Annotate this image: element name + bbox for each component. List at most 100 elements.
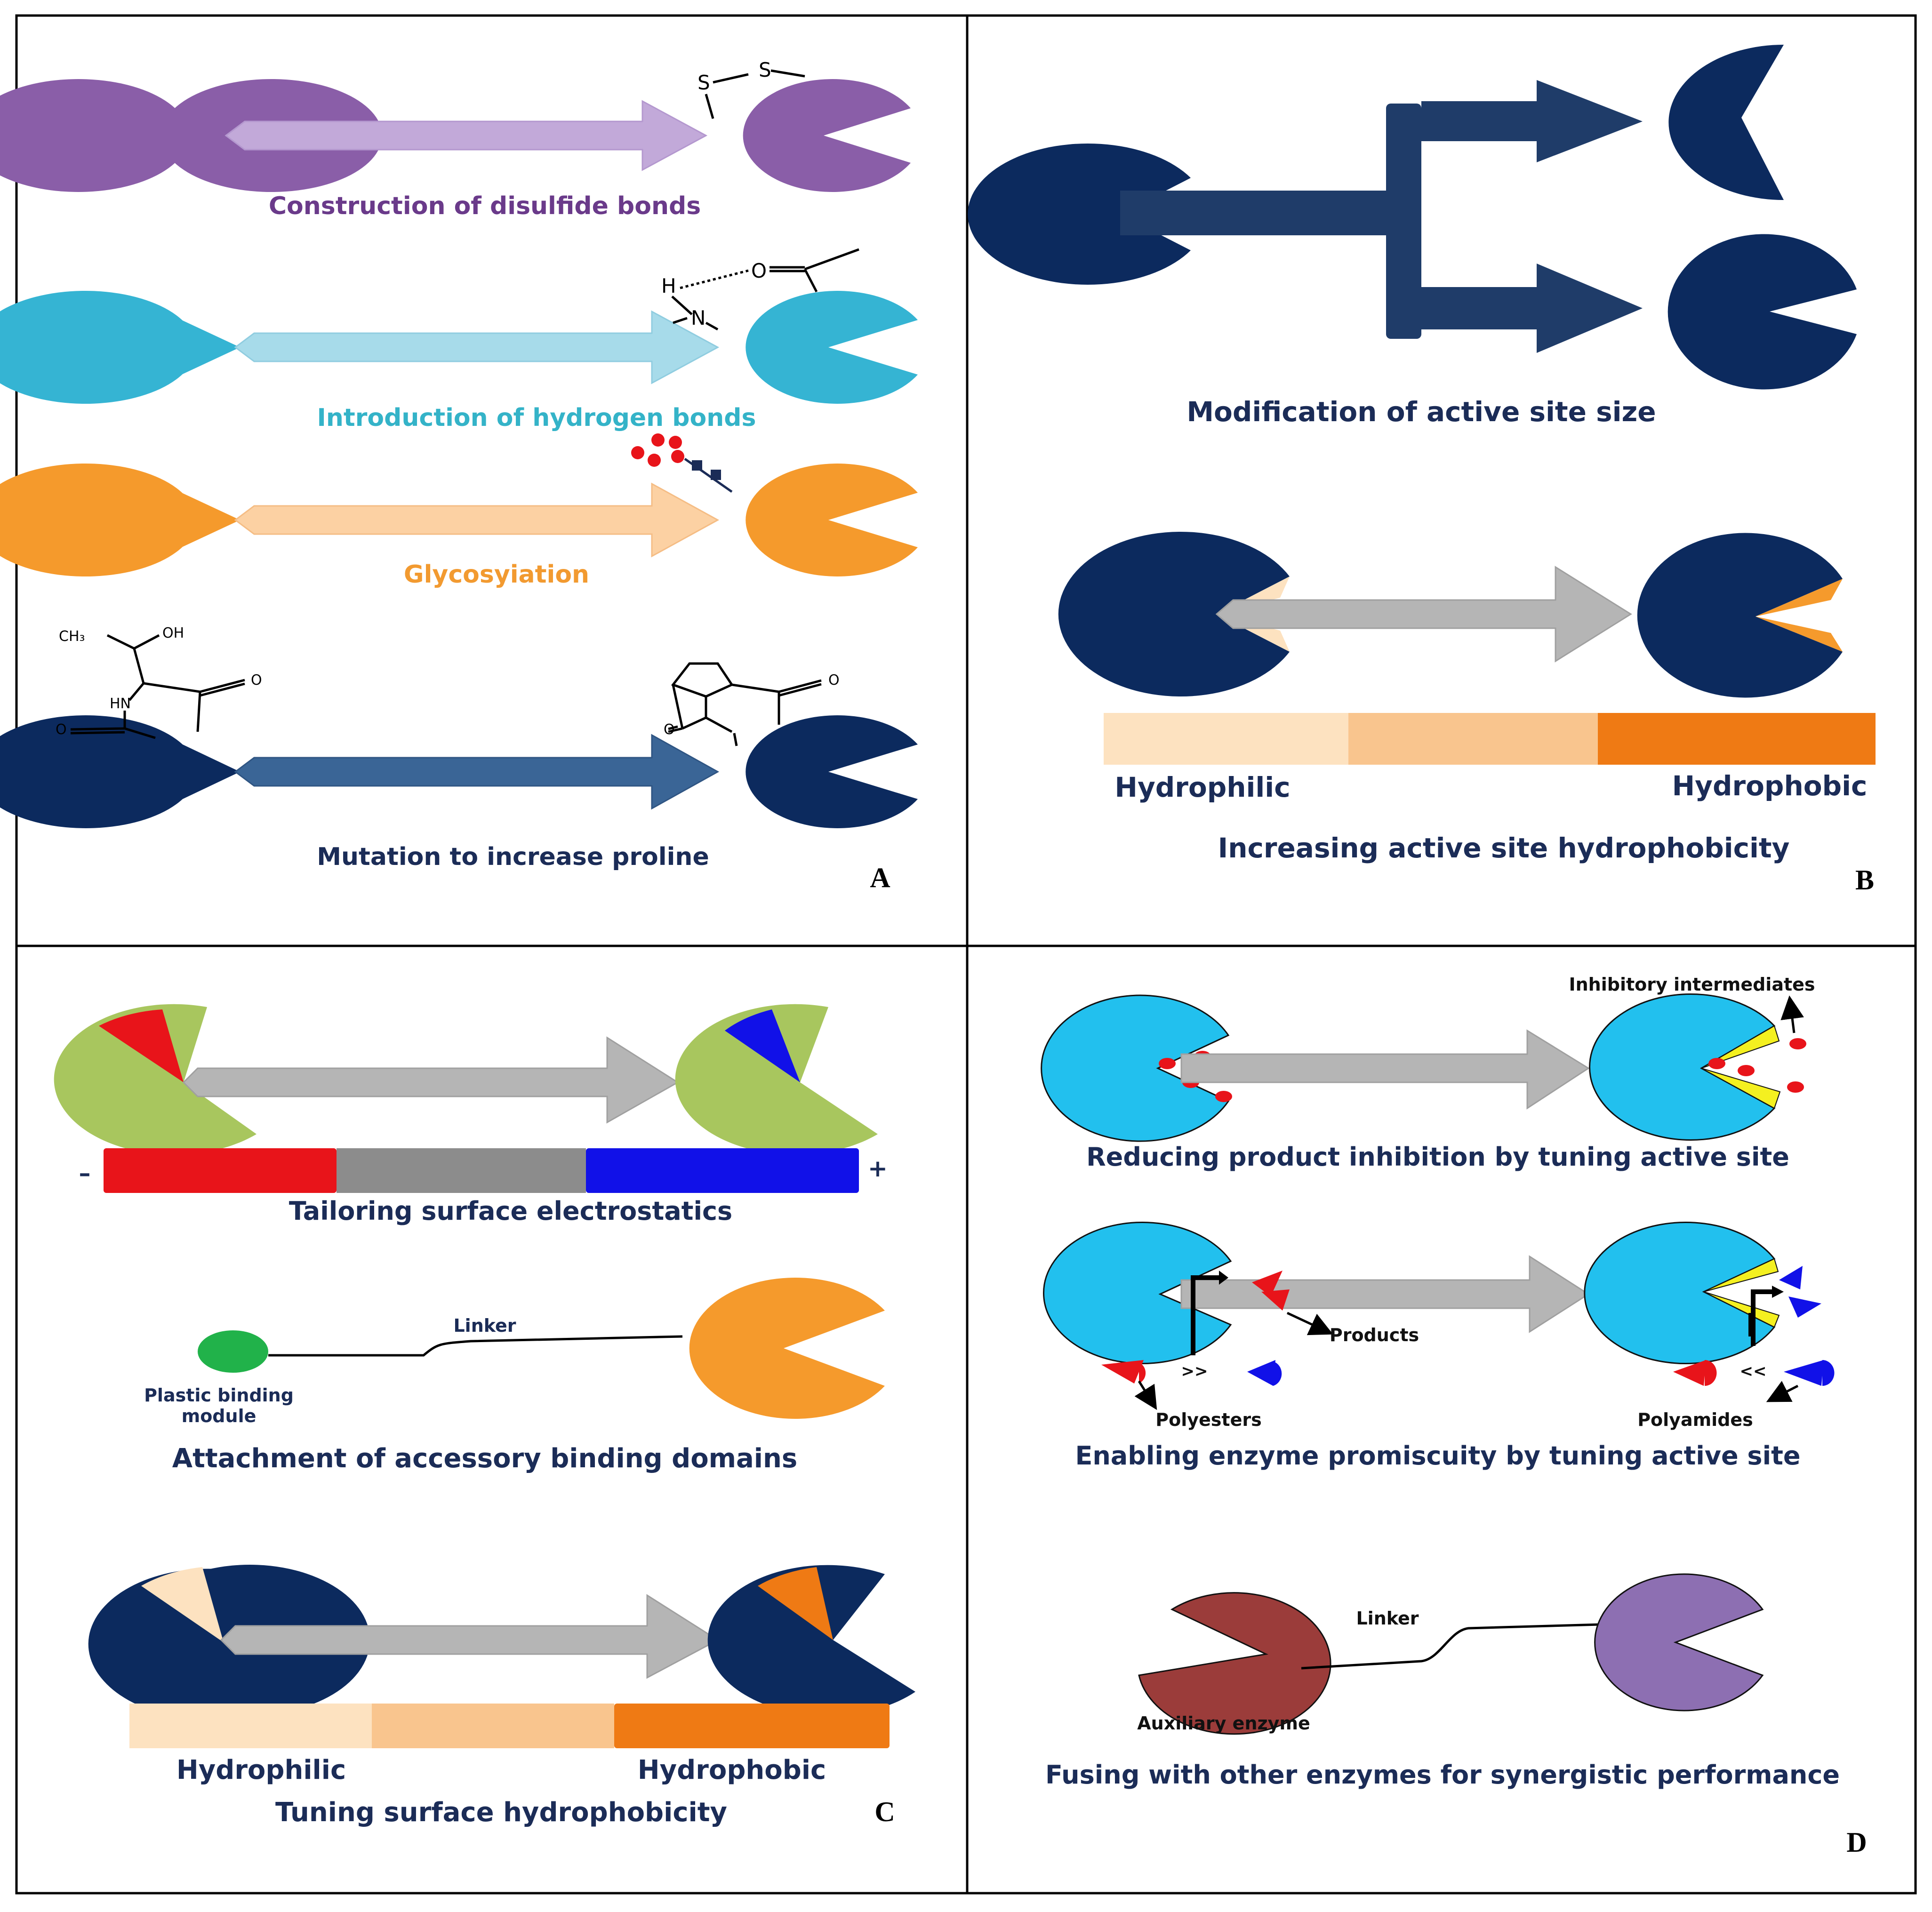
chem-n: N (691, 306, 705, 329)
caption-fusing: Fusing with other enzymes for synergisti… (1045, 1760, 1840, 1790)
enzyme-cyan-right (746, 291, 918, 404)
scale-b-hydrophobic: Hydrophobic (1672, 770, 1868, 802)
panel-label-c: C (874, 1796, 895, 1827)
caption-hydrophobicity: Increasing active site hydrophobicity (1218, 832, 1790, 864)
proline-chem: O O (664, 662, 840, 746)
enzyme-sky-d1-left (1041, 994, 1230, 1142)
chem-o4: O (664, 721, 675, 738)
threonine-chem: CH₃ OH HN O O (56, 625, 262, 739)
enzyme-navy-c-right (707, 1565, 915, 1716)
chem-ch3: CH₃ (59, 628, 85, 645)
panel-grid (15, 14, 1917, 1895)
enzyme-navy-b-large-site (1667, 234, 1857, 390)
glyco-row: Glycosyiation (0, 433, 918, 589)
chem-o-h: O (751, 259, 767, 282)
enzyme-orange-c (689, 1278, 885, 1419)
enzyme-navy-left (0, 715, 240, 828)
label-gt: >> (1181, 1362, 1208, 1381)
scale-c-hydrophilic: Hydrophilic (176, 1755, 346, 1785)
active-site-hydrophobicity-diagram (1058, 531, 1876, 765)
promiscuity-diagram (1042, 1222, 1835, 1410)
glycan-chain (631, 433, 733, 493)
chem-s2: S (759, 58, 771, 81)
fusion-diagram (1138, 1573, 1764, 1735)
panel-a: S S Construction of disulfide bonds H N … (0, 58, 918, 893)
scale-c-hydrophobic: Hydrophobic (638, 1755, 826, 1785)
panel-b: Modification of active site size Hydroph… (968, 45, 1876, 896)
hydrogen-row: H N O Introduction of hydrogen bonds (0, 248, 918, 432)
arrow-b-lower (1421, 264, 1643, 353)
arrow-gray-d1 (1180, 1029, 1590, 1110)
caption-proline: Mutation to increase proline (317, 843, 709, 871)
label-lt: << (1740, 1362, 1767, 1381)
enzyme-navy-b2-left (1058, 531, 1290, 696)
enzyme-sky-d2-right (1584, 1222, 1776, 1364)
linker-d (1301, 1623, 1601, 1670)
enzyme-green-left (54, 1004, 257, 1155)
label-products: Products (1330, 1325, 1419, 1345)
scale-b-hydrophilic: Hydrophilic (1114, 771, 1290, 803)
proline-row: CH₃ OH HN O O (0, 625, 918, 871)
arrow-cyan (234, 310, 720, 384)
label-polyamides: Polyamides (1637, 1409, 1753, 1430)
electrostatics-diagram (54, 1004, 878, 1193)
arrow-gray-b (1215, 566, 1632, 663)
disulfide-chem: S S (697, 58, 805, 119)
enzyme-navy-b-small-site (1668, 45, 1784, 200)
enzyme-cyan-left (0, 291, 240, 404)
sign-minus: – (79, 1160, 91, 1187)
enzyme-sky-d2-left (1042, 1222, 1232, 1364)
chem-s1: S (697, 71, 710, 94)
arrow-orange (234, 482, 720, 558)
chem-o2: O (56, 721, 67, 738)
label-auxiliary: Auxiliary enzyme (1137, 1713, 1310, 1734)
linker-label-c: Linker (453, 1315, 516, 1336)
arrow-gray-c1 (182, 1036, 679, 1124)
panel-c: – + Tailoring surface electrostatics Lin… (54, 1004, 915, 1828)
sign-plus: + (868, 1155, 888, 1182)
module-label-line1: Plastic binding (144, 1385, 294, 1406)
enzyme-purple-right (743, 79, 911, 192)
arrow-gray-c2 (220, 1594, 719, 1679)
caption-active-site-size: Modification of active site size (1186, 396, 1656, 428)
panel-d: Inhibitory intermediates Reducing produc… (1041, 974, 1867, 1858)
linker-c (268, 1335, 683, 1357)
enzyme-orange-right (746, 464, 918, 576)
enzyme-lavender (1594, 1573, 1764, 1712)
caption-hydrogen: Introduction of hydrogen bonds (317, 404, 756, 432)
caption-glyco: Glycosyiation (404, 560, 589, 589)
caption-promiscuity: Enabling enzyme promiscuity by tuning ac… (1075, 1441, 1800, 1471)
product-inhibition-diagram (1041, 993, 1806, 1142)
linker-label-d: Linker (1356, 1608, 1419, 1629)
module-label-line2: module (182, 1406, 257, 1426)
panel-label-a: A (870, 862, 890, 893)
label-inhibitory: Inhibitory intermediates (1569, 974, 1815, 995)
arrow-purple (224, 100, 708, 171)
enzyme-orange-left (0, 464, 240, 576)
chem-o1: O (251, 672, 262, 688)
caption-binding: Attachment of accessory binding domains (172, 1443, 797, 1474)
chem-o3: O (828, 672, 840, 688)
hydrogen-chem: H N O (661, 248, 859, 331)
surface-hydrophobicity-diagram (88, 1564, 915, 1748)
caption-inhibition: Reducing product inhibition by tuning ac… (1086, 1142, 1789, 1172)
label-polyesters: Polyesters (1155, 1409, 1261, 1430)
binding-domain-diagram (198, 1278, 885, 1419)
disulfide-row: S S Construction of disulfide bonds (0, 58, 911, 220)
caption-surface: Tuning surface hydrophobicity (275, 1797, 727, 1828)
chem-h: H (661, 274, 676, 297)
panel-label-b: B (1855, 864, 1874, 896)
arrow-gray-d2 (1180, 1255, 1590, 1333)
arrow-b-upper (1421, 80, 1643, 162)
active-site-size-diagram (968, 45, 1857, 390)
enzyme-navy-b1 (968, 143, 1191, 285)
enzyme-navy-right (746, 715, 918, 829)
enzyme-navy-b2-right (1637, 533, 1843, 698)
chem-oh: OH (162, 625, 184, 641)
enzyme-sky-d1-right (1589, 993, 1776, 1141)
panel-label-d: D (1846, 1827, 1867, 1858)
caption-disulfide: Construction of disulfide bonds (269, 192, 701, 220)
enzyme-purple-left-shape (0, 79, 228, 192)
arrow-navy (234, 734, 720, 810)
